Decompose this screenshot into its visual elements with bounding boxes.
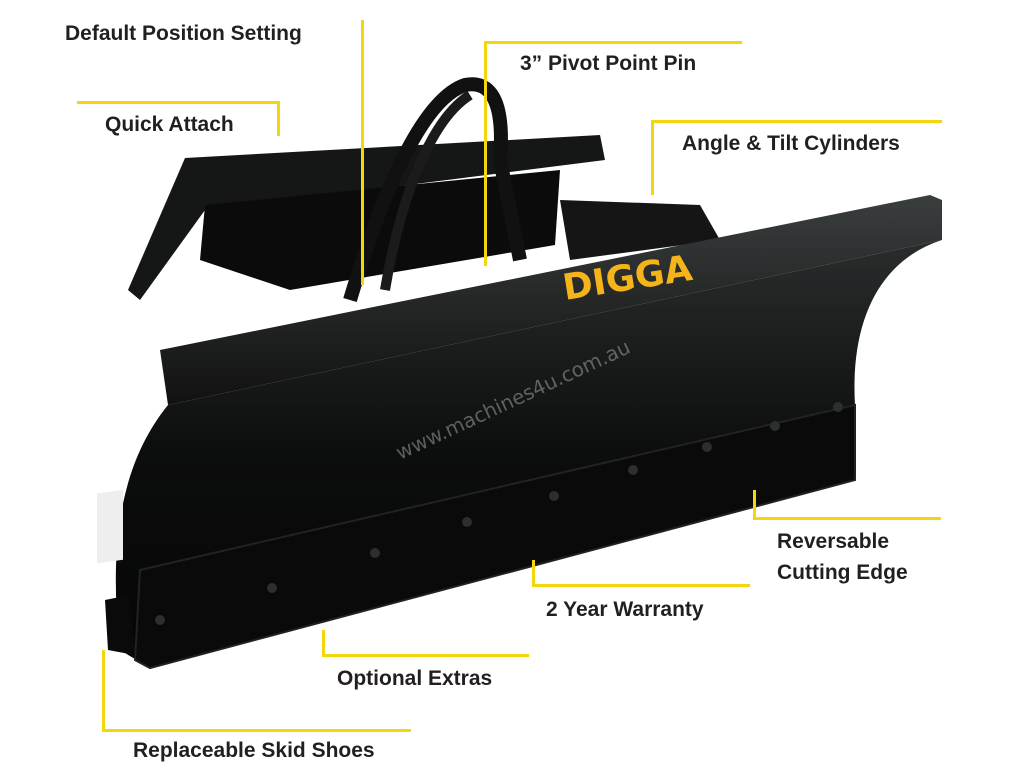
label-warranty: 2 Year Warranty <box>546 598 704 621</box>
label-cutting-edge: Cutting Edge <box>777 561 908 584</box>
bolts <box>155 402 843 625</box>
leader-line-angle-v <box>651 120 654 195</box>
label-angle-tilt: Angle & Tilt Cylinders <box>682 132 900 155</box>
leader-line-optional-h <box>322 654 529 657</box>
label-reversable: Reversable <box>777 530 890 553</box>
leader-line-quick <box>77 101 280 104</box>
cutting-edge <box>133 403 856 670</box>
skid-shoe <box>105 595 135 655</box>
leader-line-warranty <box>532 560 535 587</box>
label-pivot-pin: 3” Pivot Point Pin <box>520 52 697 75</box>
leader-line-default <box>361 20 364 285</box>
leader-line-angle <box>651 120 942 123</box>
hydraulic-hoses <box>343 77 527 303</box>
hydraulic-hose-2 <box>380 90 473 291</box>
leader-line-warranty-h <box>532 584 750 587</box>
leader-line-reversable-h <box>753 517 941 520</box>
leader-line-skid <box>102 650 105 732</box>
label-optional-extras: Optional Extras <box>337 667 493 690</box>
label-default-position: Default Position Setting <box>65 22 302 45</box>
leader-line-skid-h <box>102 729 411 732</box>
cylinders <box>560 200 720 260</box>
top-rail <box>160 195 942 405</box>
quick-attach-plate <box>128 135 605 300</box>
label-skid-shoes: Replaceable Skid Shoes <box>133 739 375 762</box>
leader-line-optional <box>322 630 325 657</box>
warning-decal <box>97 489 123 564</box>
leader-line-pivot <box>484 41 742 44</box>
leader-line-quick-v <box>277 101 280 136</box>
leader-line-pivot-v <box>484 41 487 266</box>
leader-line-reversable <box>753 490 756 520</box>
label-quick-attach: Quick Attach <box>105 113 234 136</box>
